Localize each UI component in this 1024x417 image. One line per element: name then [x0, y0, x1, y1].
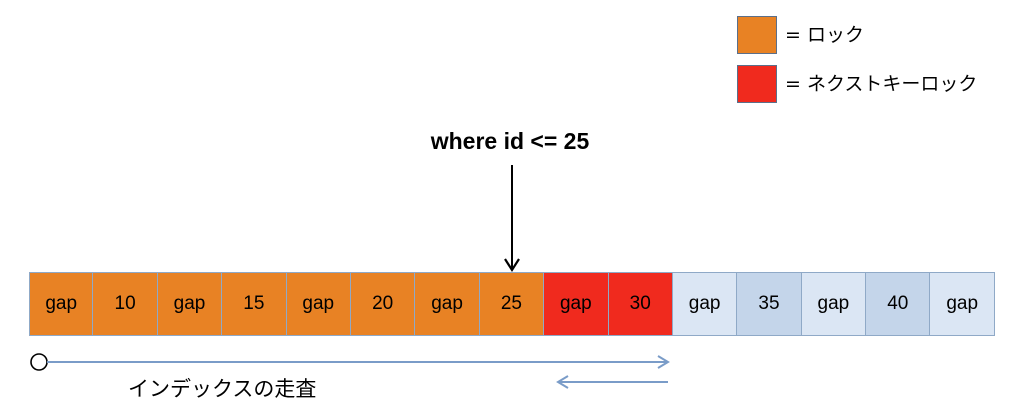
- gap-cell: gap: [801, 272, 867, 336]
- gap-cell: gap: [544, 272, 609, 336]
- scan-start-marker: [30, 353, 48, 371]
- key-cell: 20: [350, 272, 416, 336]
- gap-cell: gap: [930, 272, 995, 336]
- key-cell: 40: [866, 272, 931, 336]
- query-pointer-arrow: [504, 165, 520, 273]
- gap-cell: gap: [286, 272, 351, 336]
- scan-label: インデックスの走査: [128, 377, 317, 401]
- key-cell: 15: [222, 272, 287, 336]
- legend-label-lock: = ロック: [785, 24, 864, 46]
- legend-label-next-key-lock: = ネクストキーロック: [785, 73, 978, 95]
- scan-forward-arrow: [30, 353, 670, 371]
- gap-cell: gap: [672, 272, 738, 336]
- key-cell: 25: [479, 272, 545, 336]
- query-label: where id <= 25: [430, 128, 590, 154]
- gap-cell: gap: [29, 272, 94, 336]
- key-cell: 30: [608, 272, 673, 336]
- gap-cell: gap: [157, 272, 223, 336]
- legend-swatch-next-key-lock: [737, 65, 777, 103]
- key-cell: 10: [93, 272, 158, 336]
- key-cell: 35: [737, 272, 802, 336]
- scan-backward-arrow: [556, 375, 668, 389]
- legend-swatch-lock: [737, 16, 777, 54]
- gap-cell: gap: [415, 272, 480, 336]
